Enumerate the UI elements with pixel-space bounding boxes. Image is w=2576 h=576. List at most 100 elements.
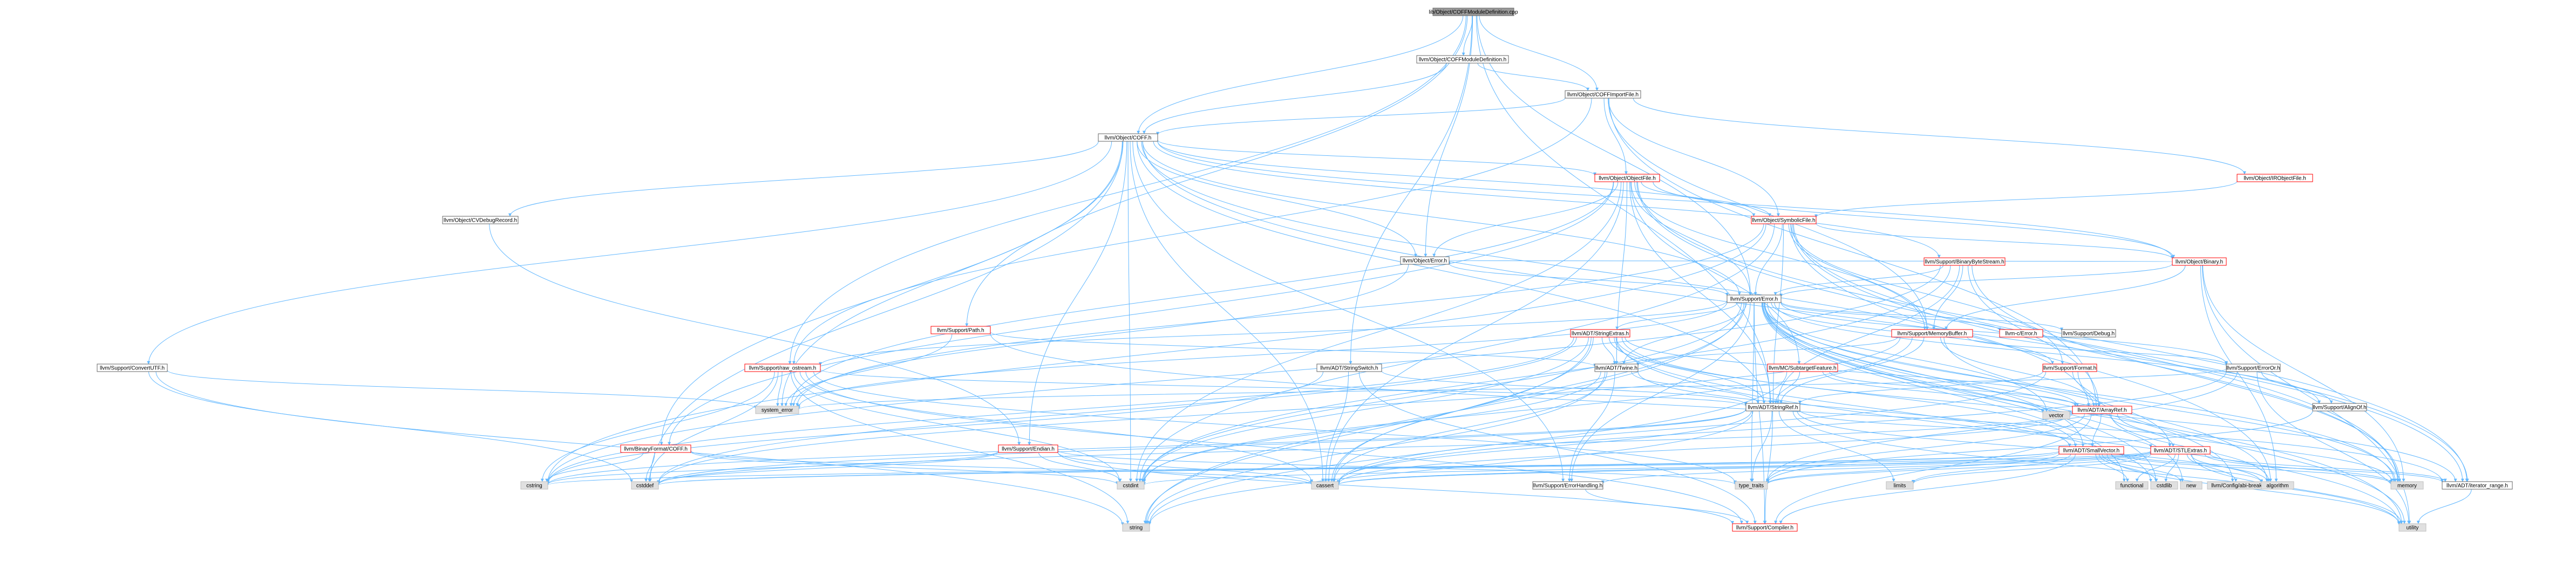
node-box-new (2180, 481, 2203, 490)
node-stringref[interactable]: llvm/ADT/StringRef.h (1745, 403, 1800, 412)
edge-twine-to-stringref (1631, 371, 1760, 404)
node-label-arrayref: llvm/ADT/ArrayRef.h (2077, 408, 2126, 414)
node-label-path: llvm/Support/Path.h (937, 328, 984, 334)
edge-rawostream-to-compiler (805, 371, 1743, 524)
edge-binbytestream-to-stringref (1776, 265, 1960, 404)
node-box-root (1432, 8, 1514, 16)
node-label-binbytestream: llvm/Support/BinaryByteStream.h (1925, 259, 2004, 265)
edge-coff-to-cvdebug (508, 141, 1099, 217)
node-objfile[interactable]: llvm/Object/ObjectFile.h (1594, 174, 1660, 182)
node-coffimp[interactable]: llvm/Object/COFFImportFile.h (1565, 90, 1641, 99)
node-objerror[interactable]: llvm/Object/Error.h (1400, 256, 1450, 265)
edge-binary-to-memory (2202, 265, 2405, 482)
node-root[interactable]: lib/Object/COFFModuleDefinition.cpp (1429, 8, 1518, 16)
node-label-coffimp: llvm/Object/COFFImportFile.h (1567, 92, 1639, 98)
edge-erroror-to-typetraits (1765, 371, 2238, 482)
node-coffmd[interactable]: llvm/Object/COFFModuleDefinition.h (1416, 55, 1509, 64)
edge-stlextras-to-algorithm (2190, 454, 2269, 482)
node-stlextras[interactable]: llvm/ADT/STLExtras.h (2150, 446, 2211, 455)
edge-stringref-to-cstring (546, 409, 1746, 485)
node-align[interactable]: llvm/Support/AlignOf.h (2312, 403, 2367, 412)
edge-coff-to-cassert (1130, 141, 1325, 482)
edge-objfile-to-subtarget (1630, 181, 1801, 365)
edge-bfcoff-to-cstdint (690, 451, 1119, 485)
node-functional: functional (2115, 481, 2149, 490)
node-stringswitch[interactable]: llvm/ADT/StringSwitch.h (1316, 364, 1382, 372)
node-errhandling[interactable]: llvm/Support/ErrorHandling.h (1532, 481, 1603, 490)
edge-stringswitch-to-cstring (546, 371, 1324, 484)
edge-coff-to-endian (1028, 141, 1127, 445)
node-box-binary (2172, 257, 2227, 266)
node-label-stlextras: llvm/ADT/STLExtras.h (2154, 448, 2207, 454)
edge-membuf-to-stringref (1779, 337, 1925, 404)
node-iterrange[interactable]: llvm/ADT/iterator_range.h (2442, 481, 2513, 490)
node-label-algorithm: algorithm (2266, 483, 2288, 489)
node-binbytestream[interactable]: llvm/Support/BinaryByteStream.h (1923, 257, 2006, 266)
node-format[interactable]: llvm/Support/Format.h (2042, 364, 2097, 372)
edge-objfile-to-cstdint (1135, 181, 1622, 482)
edge-iterrange-to-utility (2416, 489, 2472, 524)
node-erroror[interactable]: llvm/Support/ErrorOr.h (2226, 364, 2281, 372)
edge-stlextras-to-errhandling (1601, 451, 2151, 484)
edge-supporterror-to-string (1144, 302, 1744, 524)
node-box-cstdint (1117, 481, 1145, 490)
node-box-irobj (2237, 174, 2313, 182)
edge-coff-to-bfcoff (660, 141, 1123, 445)
edge-symbolic-to-membuf (1788, 223, 1929, 330)
node-bfcoff[interactable]: llvm/BinaryFormat/COFF.h (620, 444, 691, 453)
edge-coffimp-to-objfile (1603, 98, 1628, 175)
edge-root-to-stringref (1476, 15, 1772, 404)
node-smallvector[interactable]: llvm/ADT/SmallVector.h (2058, 446, 2124, 455)
edge-format-to-stringref (1798, 371, 2043, 404)
edge-smallvector-to-cstdlib (2099, 454, 2158, 482)
node-label-memory: memory (2397, 483, 2417, 489)
node-box-bfcoff (620, 444, 691, 453)
node-convertutf[interactable]: llvm/Support/ConvertUTF.h (97, 364, 168, 372)
edge-symbolic-to-systemerror (796, 223, 1764, 407)
node-endian[interactable]: llvm/Support/Endian.h (998, 444, 1058, 453)
edge-layer (147, 15, 2472, 526)
node-cvdebug[interactable]: llvm/Object/CVDebugRecord.h (442, 216, 519, 224)
node-box-typetraits (1735, 481, 1768, 490)
edge-endian-to-compiler (1057, 451, 1734, 525)
edge-binary-to-algorithm (2200, 265, 2278, 482)
node-symbolic[interactable]: llvm/Object/SymbolicFile.h (1751, 216, 1817, 224)
edge-stringref-to-cassert (1337, 410, 1752, 484)
node-subtarget[interactable]: llvm/MC/SubtargetFeature.h (1767, 364, 1838, 372)
node-label-compiler: llvm/Support/Compiler.h (1736, 525, 1793, 531)
node-stringextras[interactable]: llvm/ADT/StringExtras.h (1570, 329, 1630, 338)
node-memory: memory (2390, 481, 2424, 490)
node-debug[interactable]: llvm/Support/Debug.h (2061, 329, 2116, 338)
node-coff[interactable]: llvm/Object/COFF.h (1098, 133, 1158, 142)
node-compiler[interactable]: llvm/Support/Compiler.h (1732, 523, 1798, 532)
node-label-typetraits: type_traits (1739, 483, 1764, 489)
edge-stringextras-to-smallvector (1615, 337, 2077, 447)
node-box-utility (2398, 523, 2427, 532)
edge-path-to-twine (990, 331, 1596, 367)
node-membuf[interactable]: llvm/Support/MemoryBuffer.h (1891, 329, 1973, 338)
node-irobj[interactable]: llvm/Object/IRObjectFile.h (2237, 174, 2313, 182)
edge-stlextras-to-limits (1912, 454, 2151, 484)
node-box-limits (1886, 481, 1914, 490)
node-label-cerror: llvm-c/Error.h (2006, 331, 2037, 337)
node-string: string (1122, 523, 1150, 532)
node-label-errhandling: llvm/Support/ErrorHandling.h (1533, 483, 1602, 489)
node-twine[interactable]: llvm/ADT/Twine.h (1594, 364, 1639, 372)
node-systemerror: system_error (755, 406, 799, 414)
node-arrayref[interactable]: llvm/ADT/ArrayRef.h (2072, 406, 2132, 414)
edge-stlextras-to-functional (2135, 454, 2176, 482)
node-supporterror[interactable]: llvm/Support/Error.h (1727, 294, 1782, 303)
edge-coffimp-to-rawostream (792, 98, 1592, 365)
node-box-binbytestream (1923, 257, 2006, 266)
node-binary[interactable]: llvm/Object/Binary.h (2172, 257, 2227, 266)
node-cerror[interactable]: llvm-c/Error.h (1999, 329, 2043, 338)
node-path[interactable]: llvm/Support/Path.h (930, 326, 991, 334)
edge-path-to-iterrange (990, 333, 2444, 482)
node-box-subtarget (1767, 364, 1838, 372)
node-rawostream[interactable]: llvm/Support/raw_ostream.h (744, 364, 821, 372)
edge-objfile-to-membuf (1634, 181, 1927, 330)
edge-coffimp-to-irobj (1633, 98, 2246, 175)
edge-twine-to-cstdint (1143, 371, 1601, 483)
edge-stringswitch-to-stringref (1381, 371, 1748, 405)
node-cstring: cstring (520, 481, 548, 490)
